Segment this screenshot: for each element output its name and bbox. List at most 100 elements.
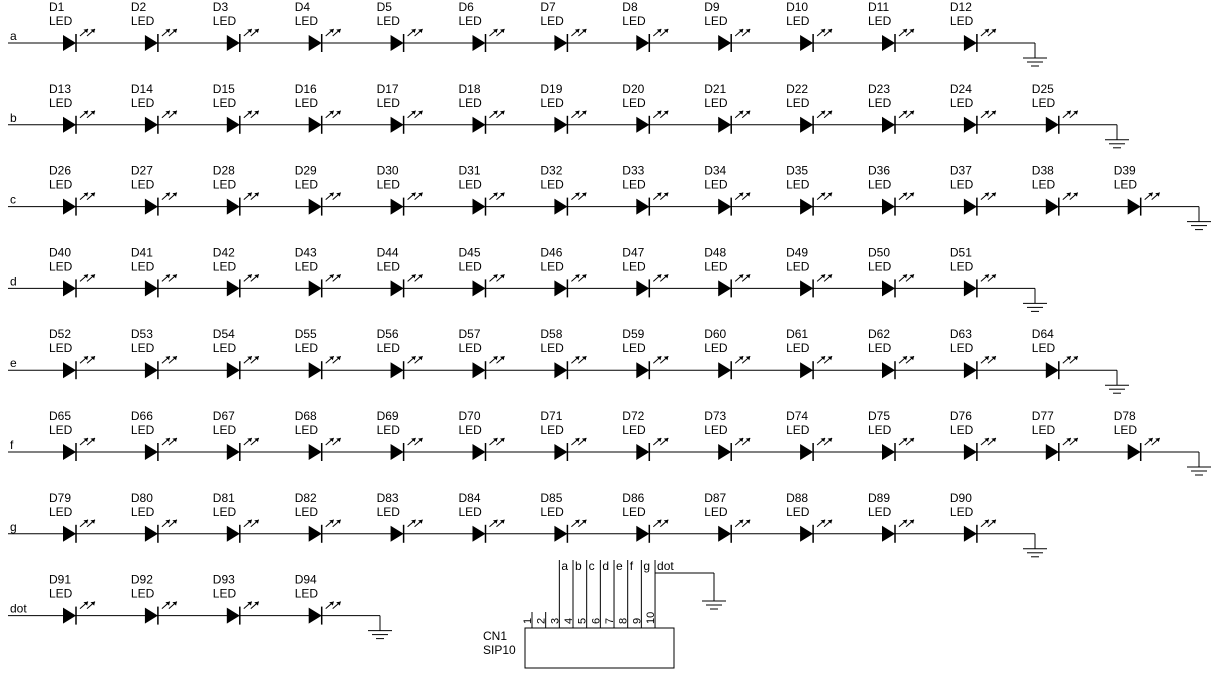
- pin-net-label: d: [602, 559, 609, 573]
- light-emission-arrows: [161, 192, 178, 200]
- led-ref: D28: [213, 164, 235, 178]
- led-ref: D63: [950, 327, 972, 341]
- led-ref: D5: [377, 0, 393, 14]
- diode-triangle: [472, 198, 486, 215]
- diode-triangle: [144, 280, 158, 297]
- led-ref: D69: [377, 409, 399, 423]
- light-emission-arrows: [980, 110, 997, 119]
- light-emission-arrows: [980, 519, 997, 528]
- led-ref: D42: [213, 245, 235, 259]
- led-ref: D29: [295, 164, 317, 178]
- led-row-e: eD52LEDD53LEDD54LEDD55LEDD56LEDD57LEDD58…: [8, 327, 1129, 394]
- led-ref: D88: [786, 491, 808, 505]
- led-value: LED: [622, 178, 646, 192]
- diode-triangle: [963, 444, 977, 460]
- light-emission-arrows: [325, 192, 342, 200]
- pin-net-label: g: [643, 559, 650, 573]
- diode-triangle: [718, 35, 732, 51]
- diode-triangle: [882, 35, 895, 51]
- led-ref: D71: [540, 409, 562, 423]
- led-value: LED: [950, 96, 974, 110]
- led-ref: D49: [786, 245, 808, 259]
- diode-triangle: [636, 444, 650, 460]
- light-emission-arrows: [571, 274, 587, 282]
- led-ref: D79: [49, 491, 71, 505]
- led-value: LED: [377, 259, 401, 273]
- diode-triangle: [63, 116, 76, 133]
- led-value: LED: [459, 341, 483, 355]
- led-ref: D77: [1032, 409, 1054, 423]
- led-value: LED: [950, 178, 974, 192]
- led-ref: D89: [868, 491, 890, 505]
- led-ref: D13: [49, 82, 71, 96]
- led-ref: D47: [622, 245, 644, 259]
- diode-triangle: [800, 362, 814, 379]
- diode-triangle: [718, 525, 732, 542]
- light-emission-arrows: [652, 519, 669, 528]
- light-emission-arrows: [1062, 437, 1079, 446]
- led-ref: D10: [786, 0, 808, 14]
- led-ref: D82: [295, 491, 317, 505]
- light-emission-arrows: [816, 355, 833, 364]
- led-row-a: aD1LEDD2LEDD3LEDD4LEDD5LEDD6LEDD7LEDD8LE…: [8, 0, 1047, 67]
- led-value: LED: [377, 14, 401, 28]
- light-emission-arrows: [980, 192, 997, 200]
- led-ref: D38: [1032, 164, 1054, 178]
- led-ref: D19: [540, 82, 562, 96]
- led-ref: D73: [704, 409, 726, 423]
- diode-triangle: [144, 607, 158, 624]
- pin-net-label: a: [561, 559, 568, 573]
- connector-pin: 1: [522, 612, 534, 628]
- diode-triangle: [718, 116, 732, 133]
- led-ref: D90: [950, 491, 972, 505]
- light-emission-arrows: [407, 192, 423, 200]
- led-value: LED: [868, 423, 892, 437]
- pin-number: 4: [563, 618, 575, 624]
- diode-triangle: [226, 525, 240, 542]
- led-value: LED: [540, 14, 564, 28]
- led-ref: D1: [49, 0, 65, 14]
- led-value: LED: [295, 259, 319, 273]
- pin-net-label: dot: [657, 559, 674, 573]
- diode-triangle: [308, 362, 322, 379]
- led-ref: D48: [704, 245, 726, 259]
- led-value: LED: [704, 341, 728, 355]
- led-value: LED: [950, 423, 974, 437]
- light-emission-arrows: [898, 192, 915, 200]
- led-value: LED: [622, 96, 646, 110]
- light-emission-arrows: [652, 274, 669, 282]
- net-label: dot: [10, 602, 27, 616]
- net-label: d: [10, 274, 17, 288]
- led-ref: D53: [131, 327, 153, 341]
- led-value: LED: [704, 178, 728, 192]
- pin-number: 6: [590, 618, 602, 624]
- diode-triangle: [226, 444, 240, 460]
- diode-triangle: [308, 444, 322, 460]
- diode-triangle: [636, 362, 650, 379]
- light-emission-arrows: [325, 110, 342, 119]
- diode-triangle: [144, 444, 158, 460]
- led-ref: D61: [786, 327, 808, 341]
- led-value: LED: [786, 96, 810, 110]
- led-ref: D24: [950, 82, 972, 96]
- diode-triangle: [226, 35, 240, 51]
- light-emission-arrows: [734, 519, 751, 528]
- led-value: LED: [950, 341, 974, 355]
- light-emission-arrows: [243, 519, 260, 528]
- light-emission-arrows: [79, 437, 96, 446]
- led-ref: D64: [1032, 327, 1054, 341]
- diode-triangle: [63, 280, 76, 297]
